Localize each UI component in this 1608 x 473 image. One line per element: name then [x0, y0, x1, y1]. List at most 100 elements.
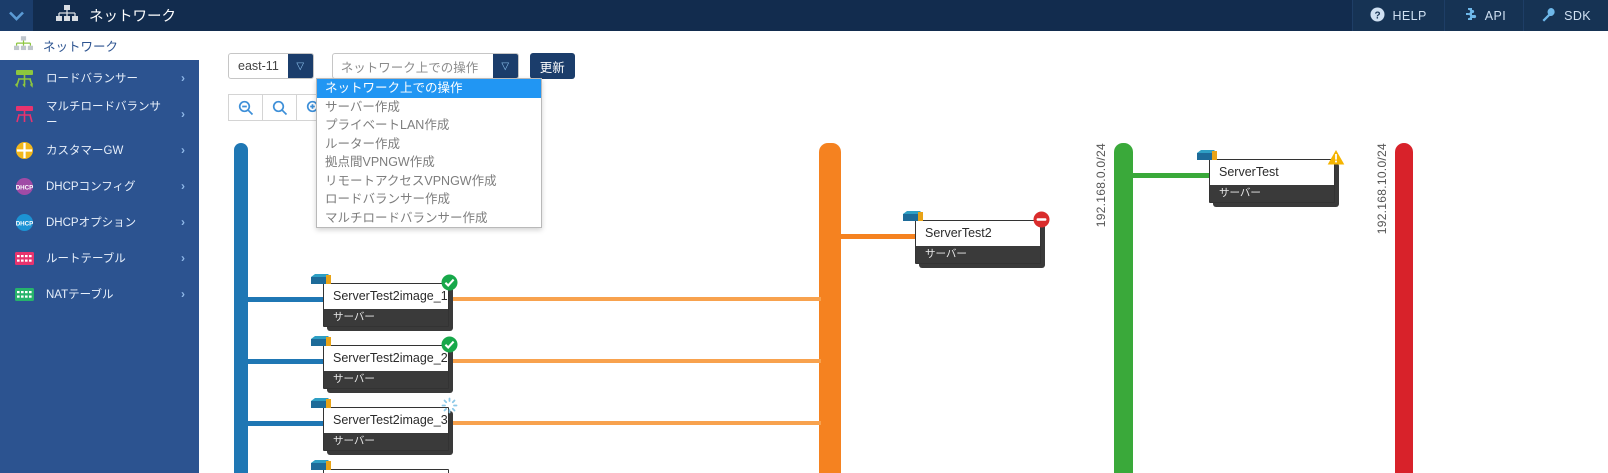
sdk-button[interactable]: SDK [1523, 0, 1608, 31]
network-icon [14, 36, 33, 55]
help-button-label: HELP [1392, 8, 1427, 23]
chevron-right-icon: › [181, 143, 185, 157]
sidebar-header-label: ネットワーク [43, 40, 119, 54]
page-title: ネットワーク [89, 9, 176, 25]
network-label-red: 192.168.10.0/24 [1375, 143, 1389, 235]
node-servertest[interactable]: ServerTest サーバー [1197, 150, 1345, 207]
connection-blue-image2 [234, 359, 326, 364]
node-servertest2image-2[interactable]: ServerTest2image_2 サーバー [311, 336, 458, 393]
chevron-right-icon: › [181, 215, 185, 229]
dropdown-option[interactable]: ルーター作成 [325, 136, 401, 151]
server-icon [309, 397, 333, 412]
sidebar-item-load-balancer[interactable]: ロードバランサー › [0, 60, 199, 96]
connection-orange-image2 [451, 359, 821, 363]
server-icon [309, 459, 333, 473]
nat-table-icon [14, 285, 35, 304]
node-box[interactable]: ServerTest2 サーバー [915, 220, 1041, 264]
zoom-out-icon[interactable] [228, 94, 263, 121]
network-canvas: east-11 ▽ ネットワーク上での操作 ▽ 更新 [199, 31, 1608, 473]
dropdown-option[interactable]: サーバー作成 [325, 99, 400, 114]
server-icon [309, 273, 333, 288]
network-bar-red[interactable] [1395, 143, 1413, 473]
node-type: サーバー [916, 246, 1040, 263]
node-name: ServerTest2image_2 [333, 351, 448, 365]
zoom-controls [228, 94, 331, 121]
zone-select-value: east-11 [238, 59, 279, 73]
chevron-down-icon: ▽ [492, 54, 518, 78]
node-name: ServerTest2 [925, 226, 992, 240]
sidebar-item-label: カスタマーGW [46, 145, 124, 157]
connection-orange-servertest2 [841, 234, 919, 239]
network-label-green: 192.168.0.0/24 [1094, 143, 1108, 228]
operation-select-value: ネットワーク上での操作 [340, 60, 479, 75]
sidebar-item-dhcp-option[interactable]: DHCP DHCPオプション › [0, 204, 199, 240]
node-box[interactable]: ServerTest サーバー [1209, 159, 1335, 203]
api-button-label: API [1484, 8, 1507, 23]
check-circle-icon [441, 274, 458, 296]
sdk-button-label: SDK [1564, 8, 1591, 23]
api-button[interactable]: API [1443, 0, 1524, 31]
sidebar-item-label: DHCPオプション [46, 217, 137, 229]
sidebar-header[interactable]: ネットワーク [0, 31, 199, 60]
spinner-icon [441, 397, 458, 419]
node-partial-bottom[interactable]: サーバー [311, 460, 449, 473]
sidebar-item-label: NATテーブル [46, 289, 114, 301]
load-balancer-icon [14, 69, 35, 88]
server-icon [1195, 149, 1219, 164]
node-box[interactable]: サーバー [323, 469, 449, 473]
sidebar-item-route-table[interactable]: ルートテーブル › [0, 240, 199, 276]
operation-select[interactable]: ネットワーク上での操作 ▽ [331, 53, 519, 79]
refresh-button[interactable]: 更新 [529, 53, 575, 79]
dropdown-option[interactable]: ロードバランサー作成 [325, 192, 451, 206]
multi-load-balancer-icon [14, 105, 35, 124]
puzzle-piece-icon [1462, 7, 1478, 25]
dropdown-option[interactable]: 拠点間VPNGW作成 [325, 155, 435, 169]
help-button[interactable]: ? HELP [1352, 0, 1444, 31]
node-type: サーバー [324, 309, 448, 326]
chevron-right-icon: › [181, 107, 185, 121]
network-bar-orange[interactable] [819, 143, 841, 473]
zoom-reset-icon[interactable] [262, 94, 297, 121]
node-servertest2[interactable]: ServerTest2 サーバー [903, 211, 1050, 268]
connection-orange-image3 [451, 421, 821, 425]
chevron-down-icon[interactable] [0, 0, 33, 31]
chevron-right-icon: › [181, 179, 185, 193]
dhcp-option-icon: DHCP [14, 213, 35, 232]
node-servertest2image-3[interactable]: ServerTest2image_3 サーバー [311, 397, 458, 455]
sidebar-item-nat-table[interactable]: NATテーブル › [0, 276, 199, 312]
stop-circle-icon [1033, 211, 1050, 233]
server-icon [901, 210, 925, 225]
connection-blue-image1 [234, 297, 326, 302]
zone-select[interactable]: east-11 ▽ [228, 53, 314, 79]
node-name: ServerTest2image_3 [333, 413, 448, 427]
node-name: ServerTest [1219, 165, 1279, 179]
dhcp-config-icon: DHCP [14, 177, 35, 196]
node-name: ServerTest2image_1 [333, 289, 448, 303]
sidebar-item-label: ルートテーブル [46, 253, 126, 265]
network-icon [56, 4, 78, 27]
node-servertest2image-1[interactable]: ServerTest2image_1 サーバー [311, 274, 458, 331]
dropdown-option[interactable]: マルチロードバランサー作成 [325, 210, 488, 225]
operation-dropdown-list: ネットワーク上での操作 サーバー作成 プライベートLAN作成 ルーター作成 拠点… [316, 78, 542, 228]
sidebar-item-dhcp-config[interactable]: DHCP DHCPコンフィグ › [0, 168, 199, 204]
sidebar-item-customer-gw[interactable]: カスタマーGW › [0, 132, 199, 168]
sidebar-item-label: マルチロードバランサー [46, 101, 161, 129]
network-bar-green[interactable] [1114, 143, 1133, 473]
node-box[interactable]: ServerTest2image_1 サーバー [323, 283, 449, 327]
question-circle-icon: ? [1370, 7, 1385, 25]
dropdown-option[interactable]: ネットワーク上での操作 [317, 79, 541, 98]
svg-text:?: ? [1375, 10, 1381, 21]
node-box[interactable]: ServerTest2image_3 サーバー [323, 407, 449, 451]
page-title-group: ネットワーク [33, 4, 176, 27]
sidebar-item-label: DHCPコンフィグ [46, 181, 136, 193]
customer-gateway-icon [14, 141, 35, 160]
warning-triangle-icon [1327, 149, 1345, 171]
chevron-right-icon: › [181, 71, 185, 85]
sidebar-item-multi-load-balancer[interactable]: マルチロードバランサー › [0, 96, 199, 132]
network-bar-blue[interactable] [234, 143, 248, 473]
node-type: サーバー [1210, 185, 1334, 202]
dropdown-option[interactable]: プライベートLAN作成 [325, 118, 450, 132]
dropdown-option[interactable]: リモートアクセスVPNGW作成 [325, 173, 497, 188]
node-box[interactable]: ServerTest2image_2 サーバー [323, 345, 449, 389]
